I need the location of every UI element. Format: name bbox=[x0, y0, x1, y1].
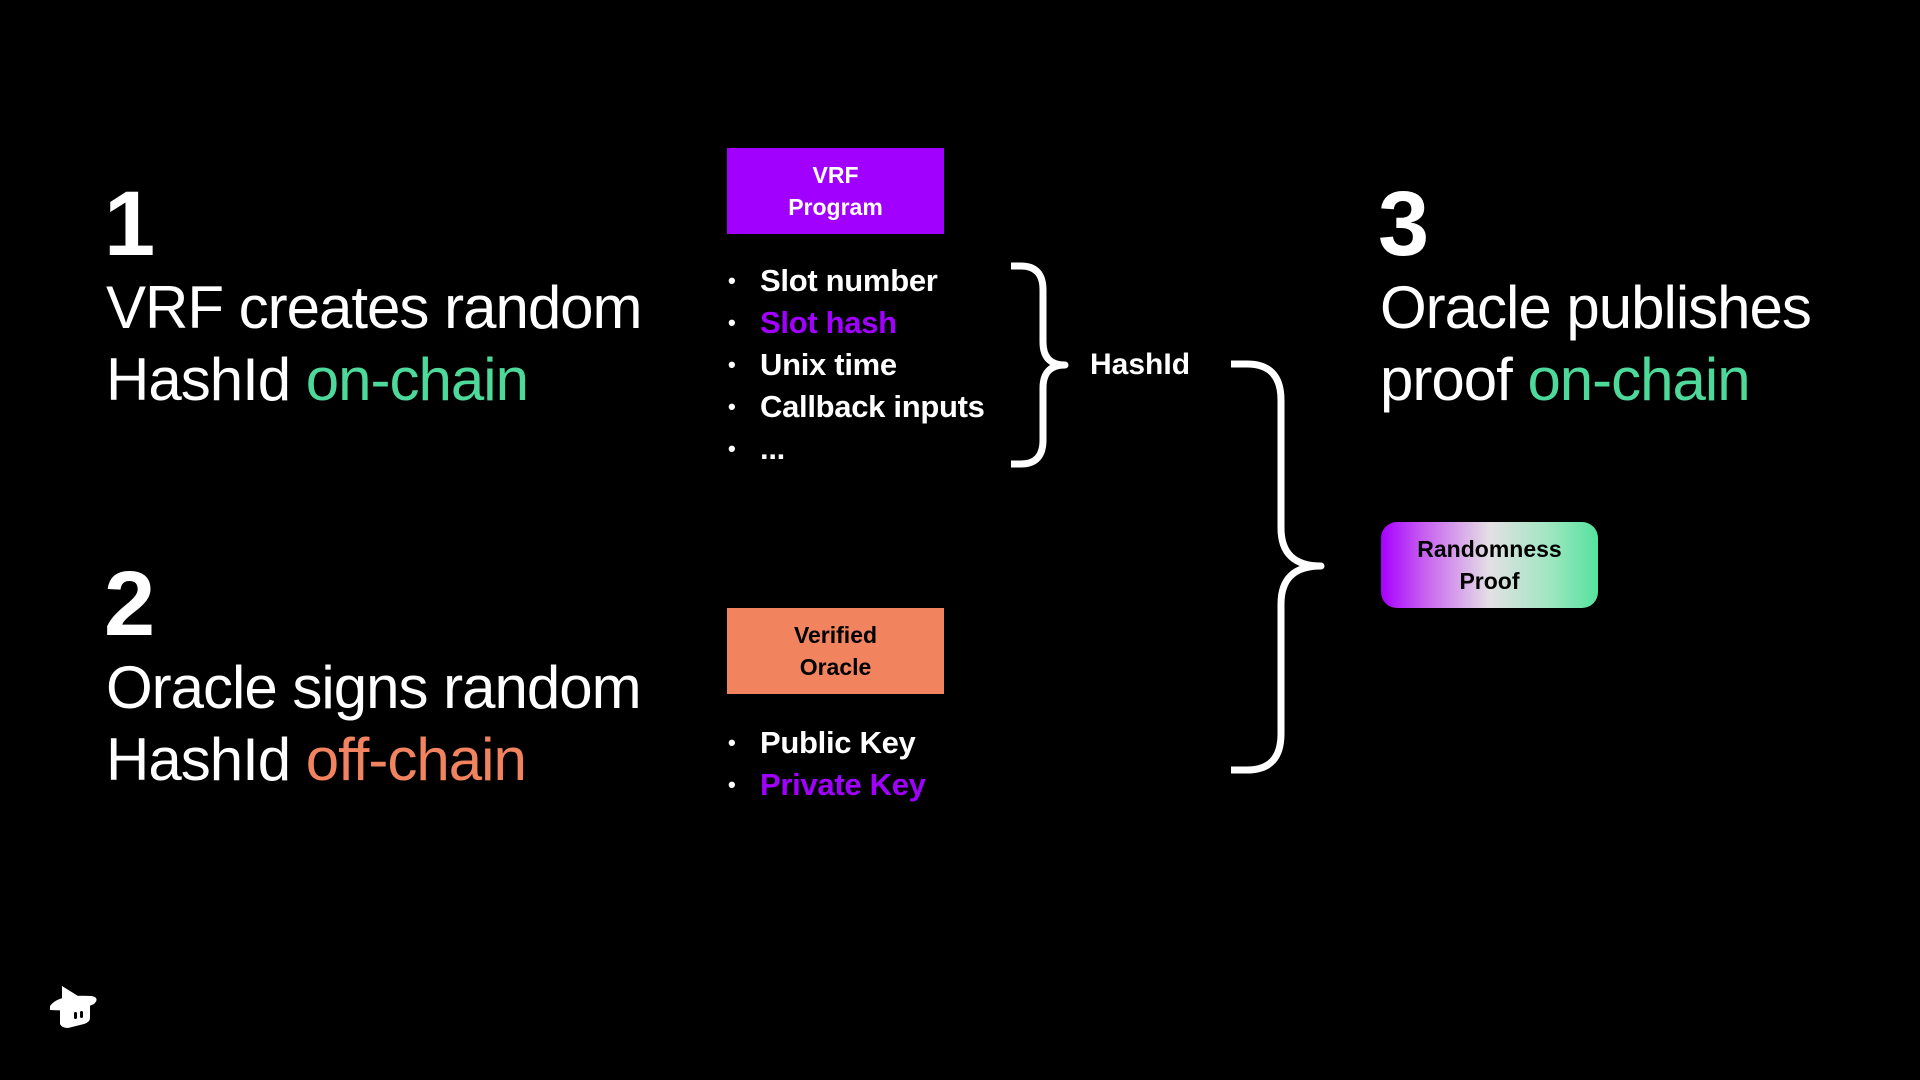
verified-oracle-box: Verified Oracle bbox=[727, 608, 944, 694]
step-3-text: Oracle publishes proof on-chain bbox=[1380, 272, 1812, 416]
step-3-line-2-prefix: proof bbox=[1380, 346, 1528, 413]
step-2-line-1: Oracle signs random bbox=[106, 654, 642, 721]
randomness-proof-line-1: Randomness bbox=[1417, 536, 1562, 562]
vrf-input-item: Unix time bbox=[728, 344, 985, 386]
vrf-program-box: VRF Program bbox=[727, 148, 944, 234]
step-2-line-2: HashId off-chain bbox=[106, 724, 641, 796]
step-2-highlight: off-chain bbox=[305, 726, 527, 793]
vrf-input-item: Slot number bbox=[728, 260, 985, 302]
step-3-number: 3 bbox=[1378, 173, 1429, 275]
oracle-key-item: Public Key bbox=[728, 722, 926, 764]
step-2-line-2-prefix: HashId bbox=[106, 726, 306, 793]
step-3-line-1: Oracle publishes bbox=[1380, 274, 1812, 341]
vrf-program-line-1: VRF bbox=[812, 162, 859, 188]
randomness-proof-box: Randomness Proof bbox=[1381, 522, 1598, 608]
verified-oracle-line-1: Verified bbox=[793, 622, 878, 648]
step-1-line-2: HashId on-chain bbox=[106, 344, 642, 416]
oracle-key-item: Private Key bbox=[728, 764, 926, 806]
step-2-number: 2 bbox=[104, 553, 155, 655]
step-1-line-1: VRF creates random bbox=[106, 274, 643, 341]
step-3-line-2: proof on-chain bbox=[1380, 344, 1811, 416]
step-1-highlight: on-chain bbox=[305, 346, 529, 413]
vrf-input-item: ... bbox=[728, 428, 985, 470]
wizard-hat-logo-icon bbox=[50, 986, 97, 1028]
oracle-keys-list: Public Key Private Key bbox=[728, 722, 926, 806]
step-1-text: VRF creates random HashId on-chain bbox=[106, 272, 643, 416]
step-3-highlight: on-chain bbox=[1527, 346, 1750, 413]
large-brace-icon bbox=[1231, 360, 1325, 774]
verified-oracle-line-2: Oracle bbox=[799, 654, 872, 680]
small-brace-icon bbox=[1011, 262, 1069, 468]
hashid-label: HashId bbox=[1090, 348, 1191, 381]
step-1-number: 1 bbox=[104, 173, 155, 275]
vrf-input-item: Slot hash bbox=[728, 302, 985, 344]
vrf-input-item: Callback inputs bbox=[728, 386, 985, 428]
randomness-proof-line-2: Proof bbox=[1459, 568, 1520, 594]
vrf-inputs-list: Slot number Slot hash Unix time Callback… bbox=[728, 260, 985, 470]
step-1-line-2-prefix: HashId bbox=[106, 346, 306, 413]
step-2-text: Oracle signs random HashId off-chain bbox=[106, 652, 642, 796]
vrf-program-line-2: Program bbox=[788, 194, 883, 220]
